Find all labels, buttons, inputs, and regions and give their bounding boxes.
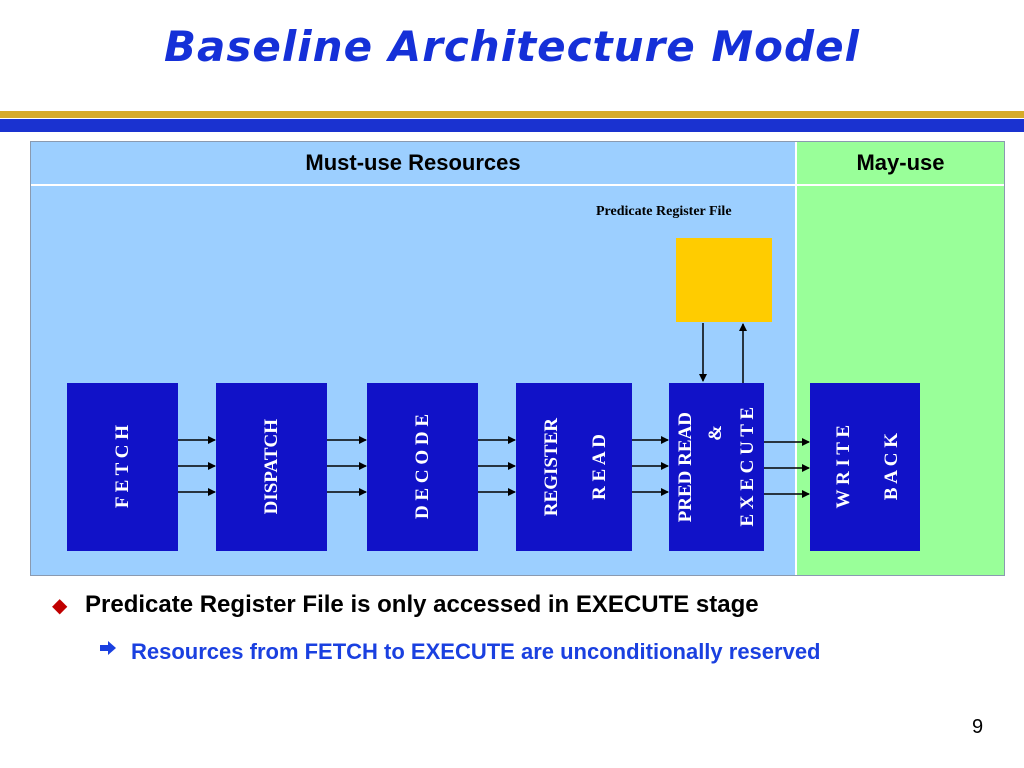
title-rule-blue [0, 119, 1024, 132]
may-use-header: May-use [797, 142, 1004, 186]
stage-decode: D E C O D E [367, 383, 478, 551]
stage-write-back: W R I T E B A C K [810, 383, 920, 551]
stage-fetch: F E T C H [67, 383, 178, 551]
stage-register-read: REGISTER R E A D [516, 383, 632, 551]
stage-pred-read-execute: PRED READ & E X E C U T E [669, 383, 764, 551]
bullet-main-text: Predicate Register File is only accessed… [85, 591, 759, 618]
predicate-register-file-label: Predicate Register File [596, 204, 732, 219]
title-rule-gold [0, 111, 1024, 118]
slide-title: Baseline Architecture Model [164, 22, 860, 71]
page-number: 9 [972, 716, 984, 738]
diamond-bullet-icon: ◆ [52, 593, 68, 617]
must-use-header: Must-use Resources [31, 142, 797, 186]
arrow-bullet-icon [100, 641, 116, 655]
bullet-sub-text: Resources from FETCH to EXECUTE are unco… [131, 639, 821, 664]
stage-dispatch: DISPATCH [216, 383, 327, 551]
predicate-register-file-box [676, 238, 772, 322]
